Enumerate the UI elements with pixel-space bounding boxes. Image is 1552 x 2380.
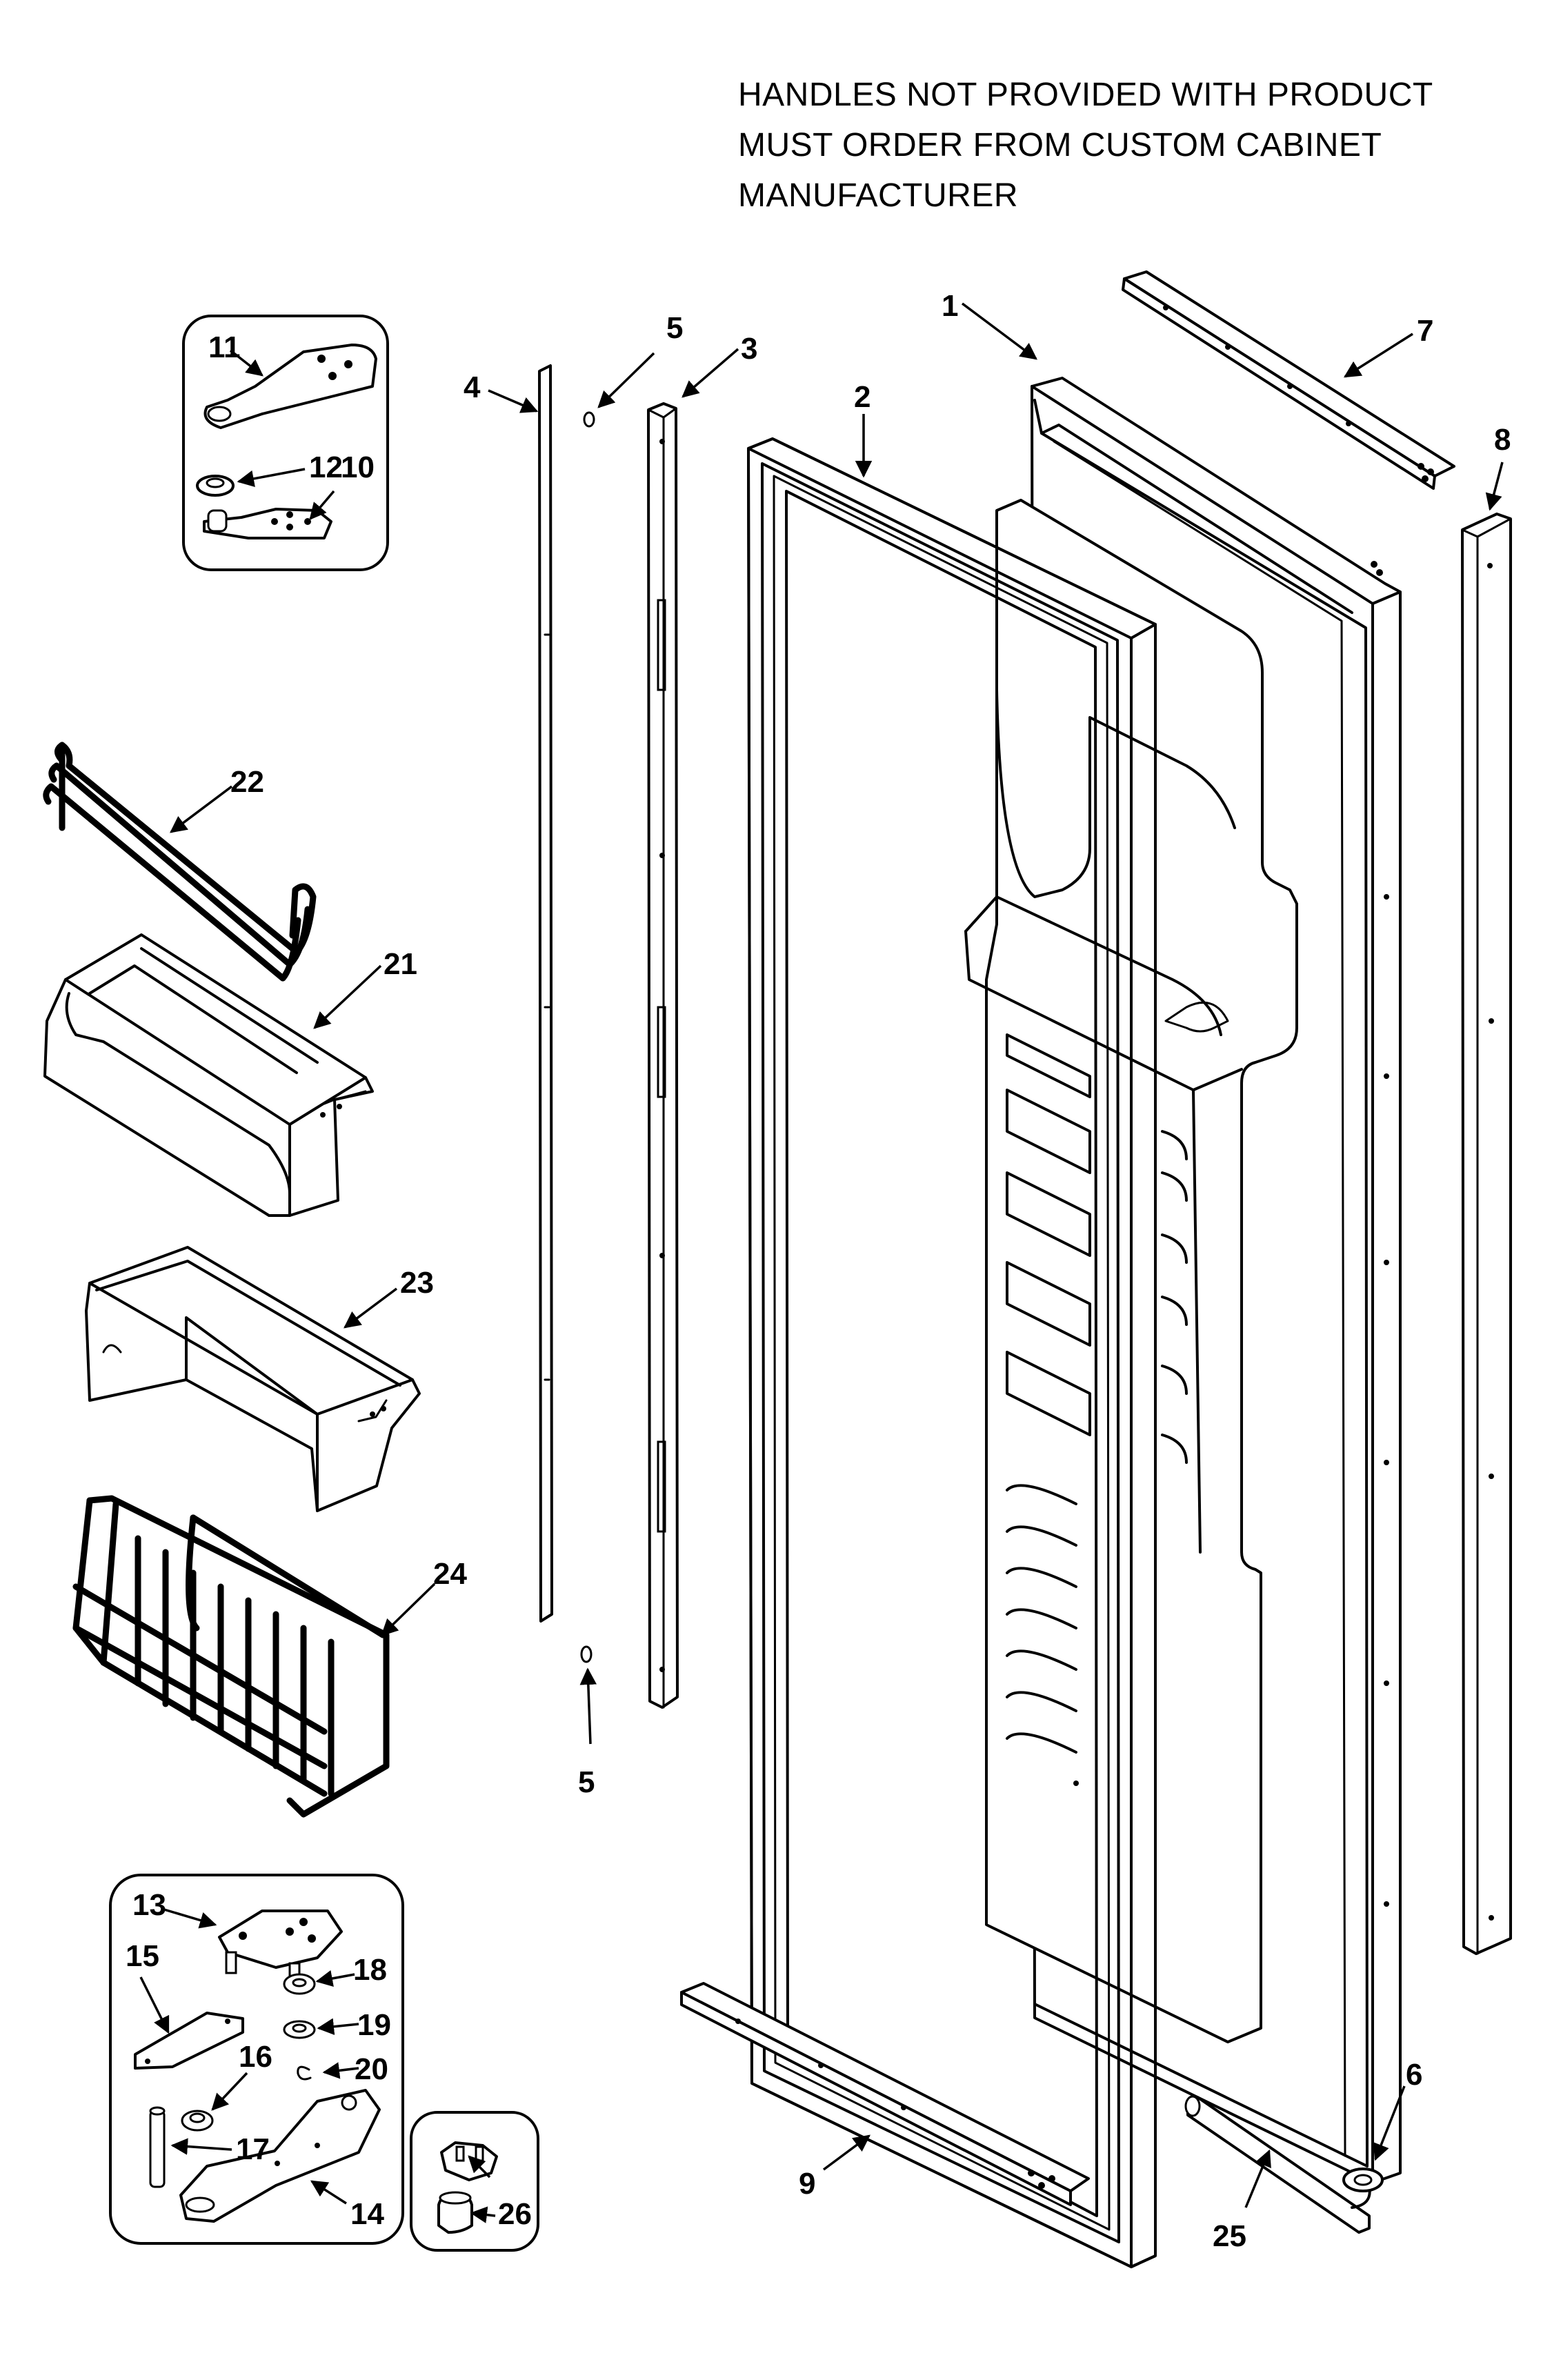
callout-9: 9 (799, 2167, 815, 2201)
callout-7: 7 (1417, 314, 1433, 348)
callout-10: 10 (341, 450, 375, 484)
callout-16: 16 (239, 2040, 272, 2074)
callout-6: 6 (1406, 2058, 1422, 2092)
part-14-hinge-bracket (179, 2089, 381, 2223)
callout-17: 17 (236, 2132, 270, 2166)
part-8-side-trim (1461, 513, 1512, 1955)
callout-21: 21 (384, 947, 417, 981)
note-line-2: MUST ORDER FROM CUSTOM CABINET (738, 127, 1382, 163)
part-5-screw-top (583, 411, 595, 428)
callout-18: 18 (353, 1953, 387, 1987)
callout-5-top: 5 (666, 311, 683, 345)
callout-22: 22 (230, 765, 264, 799)
part-5-screw-bottom (580, 1645, 593, 1663)
part-13-hinge-plate (218, 1910, 343, 1985)
callout-12: 12 (309, 450, 343, 484)
callout-1: 1 (942, 289, 958, 323)
part-21-door-bin (43, 933, 374, 1217)
part-24-wire-basket (72, 1495, 390, 1818)
callout-8: 8 (1494, 423, 1511, 457)
part-3-hinge-trim (647, 402, 679, 1709)
callout-26: 26 (498, 2197, 532, 2231)
part-12-washer (196, 475, 235, 497)
part-7-top-trim (1122, 270, 1455, 490)
note-line-1: HANDLES NOT PROVIDED WITH PRODUCT (738, 77, 1433, 113)
part-25-tube (1184, 2095, 1374, 2234)
callout-labels: 1 2 3 4 5 5 6 7 8 9 10 11 12 13 14 15 16… (126, 289, 1511, 2253)
part-16-bushing (181, 2110, 214, 2132)
part-23-deep-bin (85, 1246, 421, 1512)
part-18-washer (283, 1973, 316, 1995)
callout-5-bottom: 5 (578, 1765, 595, 1799)
callout-20: 20 (355, 2052, 388, 2086)
inset-part-26 (410, 2111, 539, 2252)
callout-24: 24 (433, 1557, 467, 1591)
callout-11: 11 (208, 330, 241, 364)
part-2-door-gasket (747, 437, 1157, 2268)
callout-3: 3 (741, 332, 757, 366)
leader-lines (139, 302, 1504, 2223)
part-9-bottom-trim (680, 1982, 1090, 2206)
callout-4: 4 (464, 370, 481, 404)
part-6-grommet (1342, 2168, 1384, 2192)
part-4-door-strip (538, 364, 553, 1623)
callout-23: 23 (400, 1266, 434, 1300)
inner-door-liner (964, 499, 1298, 2043)
part-22-shelf-rail (43, 742, 317, 982)
part-20-clip (297, 2065, 312, 2081)
callout-2: 2 (854, 380, 870, 414)
part-17-hinge-pin (149, 2106, 166, 2188)
part-11-hinge-plate (203, 344, 377, 429)
callout-25: 25 (1213, 2219, 1246, 2253)
note-line-3: MANUFACTURER (738, 177, 1019, 214)
callout-19: 19 (357, 2008, 391, 2042)
part-10-hinge-bracket (203, 508, 332, 539)
callout-15: 15 (126, 1939, 159, 1973)
part-19-washer (283, 2020, 316, 2039)
hinge-inset-top (182, 315, 389, 571)
callout-14: 14 (350, 2197, 384, 2231)
callout-13: 13 (132, 1888, 166, 1922)
part-15-shim-plate (134, 2012, 244, 2070)
